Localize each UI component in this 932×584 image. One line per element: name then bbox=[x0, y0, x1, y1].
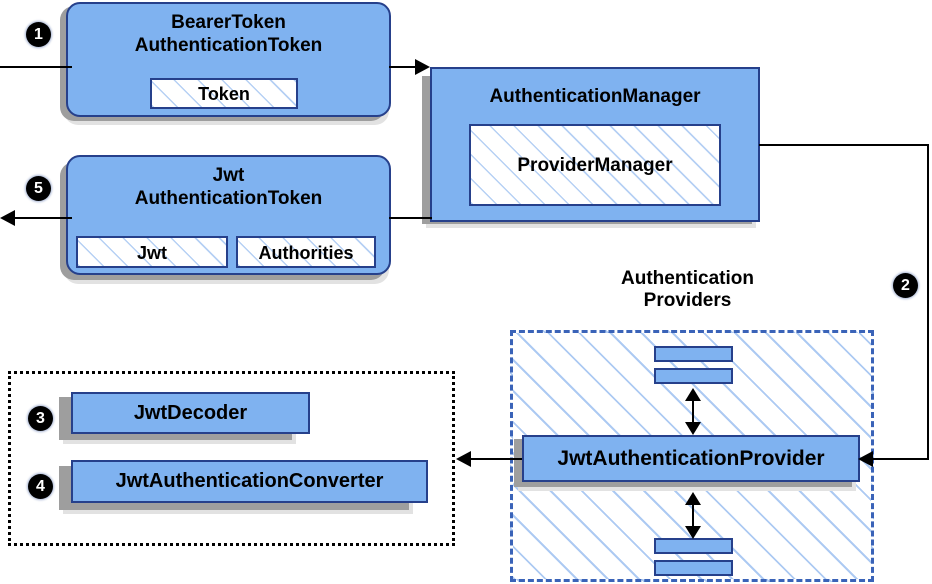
step-bullet-4: 4 bbox=[28, 474, 53, 499]
jwt-authentication-provider-label: JwtAuthenticationProvider bbox=[557, 447, 825, 470]
connector-provider-link-top bbox=[692, 392, 694, 427]
connector-result-out bbox=[14, 217, 72, 219]
step-bullet-1: 1 bbox=[26, 22, 51, 47]
connector-request-in bbox=[0, 66, 72, 68]
jwt-authentication-converter-label: JwtAuthenticationConverter bbox=[115, 470, 384, 492]
provider-placeholder-bar-top-2 bbox=[654, 368, 733, 384]
jwt-authentication-token-label: Jwt AuthenticationToken bbox=[134, 165, 323, 209]
arrow-provider-link-bottom-up-icon bbox=[685, 492, 701, 505]
jwt-decoder-label: JwtDecoder bbox=[133, 402, 248, 424]
inner-box-provider-manager: ProviderManager bbox=[469, 124, 721, 206]
provider-placeholder-bar-top-1 bbox=[654, 346, 733, 362]
inner-box-jwt: Jwt bbox=[76, 236, 228, 268]
step-bullet-3: 3 bbox=[28, 406, 53, 431]
node-jwt-authentication-provider[interactable]: JwtAuthenticationProvider bbox=[522, 435, 860, 482]
arrow-bearer-to-manager-icon bbox=[415, 59, 430, 75]
inner-box-authorities-label: Authorities bbox=[258, 243, 354, 263]
arrow-provider-link-top-up-icon bbox=[685, 388, 701, 401]
authentication-providers-title: Authentication Providers bbox=[621, 268, 754, 312]
arrow-into-provider-icon bbox=[858, 451, 873, 467]
connector-manager-to-provider-bottom bbox=[872, 458, 929, 460]
inner-box-provider-manager-label: ProviderManager bbox=[517, 155, 673, 176]
provider-placeholder-bar-bottom-2 bbox=[654, 560, 733, 576]
inner-box-token-label: Token bbox=[198, 84, 250, 104]
group-jwt-helpers bbox=[8, 371, 455, 546]
step-bullet-5: 5 bbox=[26, 176, 51, 201]
connector-provider-to-helpers bbox=[470, 458, 522, 460]
connector-manager-to-result-token bbox=[389, 217, 432, 219]
provider-placeholder-bar-bottom-1 bbox=[654, 538, 733, 554]
connector-manager-to-provider-top bbox=[759, 144, 929, 146]
arrow-result-out-icon bbox=[0, 210, 15, 226]
node-bearer-token-authentication-token[interactable]: BearerToken AuthenticationToken bbox=[66, 2, 391, 117]
node-jwt-authentication-converter[interactable]: JwtAuthenticationConverter bbox=[71, 460, 428, 503]
inner-box-token: Token bbox=[150, 78, 298, 109]
connector-bearer-to-manager bbox=[389, 66, 419, 68]
authentication-manager-label: AuthenticationManager bbox=[489, 86, 701, 107]
connector-provider-link-bottom bbox=[692, 496, 694, 531]
inner-box-jwt-label: Jwt bbox=[136, 243, 167, 263]
step-bullet-2: 2 bbox=[893, 273, 918, 298]
node-jwt-decoder[interactable]: JwtDecoder bbox=[71, 392, 310, 434]
inner-box-authorities: Authorities bbox=[236, 236, 376, 268]
arrow-provider-link-top-down-icon bbox=[685, 422, 701, 435]
bearer-token-label: BearerToken AuthenticationToken bbox=[134, 12, 323, 56]
connector-manager-to-provider-vertical bbox=[927, 144, 929, 459]
arrow-to-helpers-icon bbox=[456, 451, 471, 467]
arrow-provider-link-bottom-down-icon bbox=[685, 526, 701, 539]
